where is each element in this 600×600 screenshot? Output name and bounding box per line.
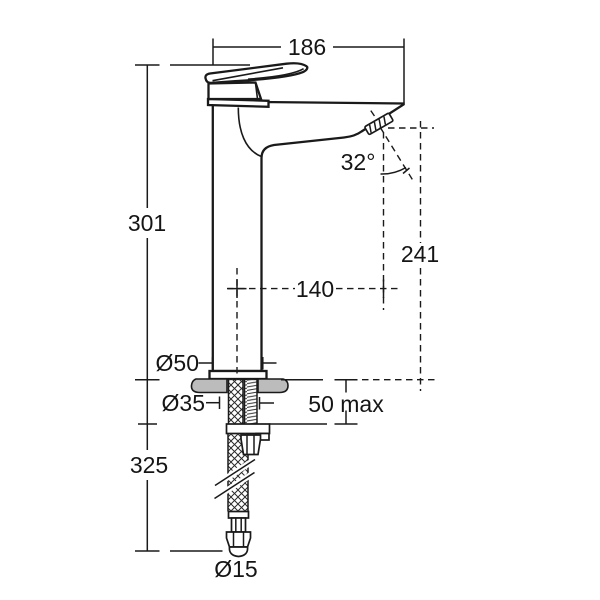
base-diameter-callout: Ø50 <box>156 350 277 376</box>
dimension-deck-thickness: 50 max <box>269 378 437 425</box>
supply-hose-upper <box>227 379 244 424</box>
spray-angle-value: 32° <box>341 149 376 175</box>
handle-collar <box>207 81 263 101</box>
hole-diameter-callout: Ø35 <box>162 390 274 416</box>
lever-top-edge-detail <box>212 67 284 82</box>
outlet-height-value: 241 <box>401 241 439 267</box>
hose-connection-callout: Ø15 <box>214 556 257 582</box>
height-above-deck-value: 301 <box>128 210 166 236</box>
hose-connection-value: Ø15 <box>214 556 257 582</box>
hose-end-fitting <box>225 510 252 558</box>
spout-width-value: 186 <box>288 34 326 60</box>
hose-break-symbol <box>212 456 257 502</box>
faucet-body <box>204 62 405 381</box>
base-diameter-value: Ø50 <box>156 350 199 376</box>
spout-reach-value: 140 <box>296 276 334 302</box>
dimension-heights: 301 325 <box>128 64 250 552</box>
dimension-spout-reach: 140 <box>227 268 399 378</box>
dimension-outlet-height: 241 <box>401 121 439 391</box>
lever-tip-detail <box>247 67 305 80</box>
deck-thickness-value: 50 max <box>308 391 384 417</box>
mounting-flange <box>190 378 289 394</box>
cap-lip <box>206 97 270 108</box>
hole-diameter-value: Ø35 <box>162 390 205 416</box>
dimension-spout-width: 186 <box>212 34 405 105</box>
base-ring <box>208 369 268 381</box>
hose-length-value: 325 <box>130 452 168 478</box>
fixing-stud <box>243 379 258 424</box>
body-curve-detail <box>237 107 262 158</box>
fixing-nut <box>240 434 262 456</box>
body-and-spout-outline <box>211 100 405 373</box>
